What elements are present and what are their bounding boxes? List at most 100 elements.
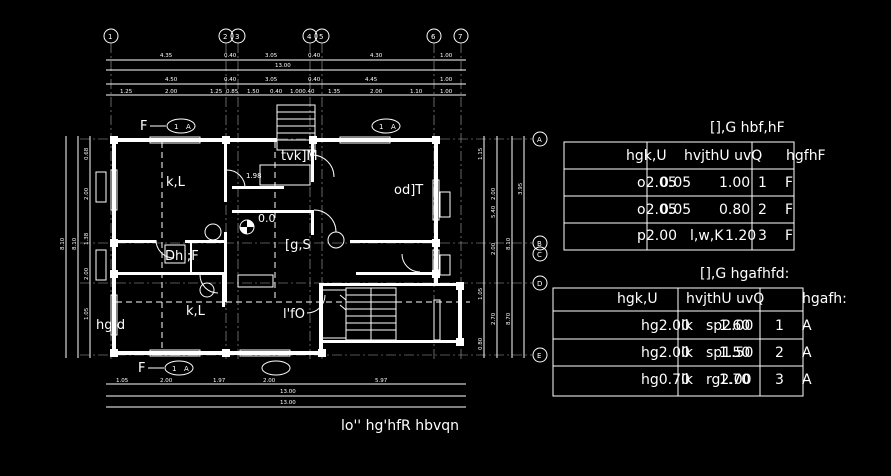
drawing-text: 1.25	[210, 89, 223, 95]
room-label-living: k,L	[166, 175, 186, 190]
dimension-lines-bottom: 1.05 2.00 1.97 2.00 5.97 13.00 13.00	[106, 378, 466, 408]
drawing-text: 1.50	[719, 345, 750, 361]
drawing-text: 6	[431, 33, 436, 41]
drawing-text: 2	[775, 345, 784, 361]
drawing-text: 5.97	[375, 378, 388, 384]
drawing-text: 1.60	[719, 318, 750, 334]
drawing-text: F	[785, 228, 793, 244]
windows[interactable]	[110, 136, 440, 357]
drawing-text: 1	[758, 175, 767, 191]
drawing-text: 0.40	[270, 89, 283, 95]
axis-bubble-B: B	[532, 235, 548, 251]
drawing-text: 4	[307, 33, 312, 41]
room-label-hall: [g,S	[285, 238, 311, 253]
drawing-text: 1.10	[410, 89, 423, 95]
drawing-text: 1.97	[213, 378, 226, 384]
drawing-text: 2.00	[84, 187, 90, 200]
window-schedule-title: [],G hbf,hF	[710, 120, 785, 136]
door-schedule-table[interactable]: [],G hgafhfd: hgk,U hvjthU uvQ hgafh: hg…	[552, 266, 847, 397]
drawing-text: D	[537, 280, 542, 288]
drawing-text: 7	[458, 33, 462, 41]
main-stair[interactable]	[323, 287, 441, 341]
drawing-text: 2	[758, 202, 767, 218]
drawing-text: 1	[174, 123, 178, 131]
drawing-text: 0.80	[719, 202, 750, 218]
drawing-text: F	[785, 175, 793, 191]
drawing-text: 0.40	[224, 77, 237, 83]
bath-dim: 1.98	[246, 172, 262, 180]
drawing-text: 1.38	[84, 232, 90, 245]
drawing-text: 1.05	[478, 287, 484, 300]
axis-bubble-3: 3	[230, 28, 246, 360]
drawing-text: 3	[775, 372, 784, 388]
section-marker-bottom: F 1 A	[138, 360, 291, 376]
drawing-text: 1.70	[719, 372, 750, 388]
drawing-text: 8.10	[60, 237, 66, 250]
axis-bubble-A: A	[532, 131, 548, 147]
drawing-text: 2.70	[491, 312, 497, 325]
drawing-text: rg2.00	[706, 372, 752, 388]
drawing-text: 0.05	[660, 175, 691, 191]
drawing-text: 1.15	[478, 147, 484, 160]
drawing-text: 1.25	[120, 89, 133, 95]
drawing-text: 1	[379, 123, 383, 131]
section-markers[interactable]: F 1 A 1 A F 1 A	[138, 118, 401, 376]
drawing-text: 1.50	[247, 89, 260, 95]
drawing-text: hgafh:	[802, 291, 847, 307]
drawing-text: 2.00	[370, 89, 383, 95]
drawing-text: 0.40	[308, 53, 321, 59]
fixtures	[95, 164, 451, 298]
drawing-text: 1.20	[725, 228, 756, 244]
doors[interactable]	[155, 154, 421, 314]
window-schedule-table[interactable]: [],G hbf,hF hgk,U hvjthU uvQ hgfhF o2.05…	[563, 120, 826, 251]
room-label-stair: l'fO	[283, 307, 305, 322]
drawing-text: 2.00	[165, 89, 178, 95]
drawing-text: 0.68	[84, 147, 90, 160]
drawing-text: 13.00	[280, 400, 296, 406]
drawing-text: 4.35	[160, 53, 173, 59]
drawing-text: 5	[319, 33, 323, 41]
drawing-text: A	[802, 345, 812, 361]
drawing-text: sp1.50	[706, 345, 753, 361]
drawing-text: 1.00	[440, 89, 453, 95]
axis-bubble-4: 4	[302, 28, 318, 360]
drawing-text: 8.10	[506, 237, 512, 250]
entrance-stair[interactable]	[276, 104, 316, 151]
drawing-text: 0.05	[660, 202, 691, 218]
drawing-text: B	[537, 240, 542, 248]
drawing-text: 3.05	[265, 77, 278, 83]
dimension-lines-right: 1.15 2.00 3.95 5.40 8.10 2.00 2.70 8.70 …	[478, 136, 525, 358]
drawing-text: hgk,U	[617, 291, 658, 307]
drawing-text: l,w,K	[690, 228, 724, 244]
drawing-text: 2.00	[160, 378, 173, 384]
room-label-left: hg;d	[96, 318, 125, 333]
drawing-text: 3.05	[265, 53, 278, 59]
drawing-text: A	[802, 318, 812, 334]
drawing-text: 8.10	[72, 237, 78, 250]
section-marker-top-right: 1 A	[371, 118, 401, 134]
axis-bubble-5: 5	[314, 28, 330, 360]
drawing-text: 5.40	[491, 205, 497, 218]
axis-bubble-C: C	[532, 246, 548, 262]
drawing-text: sp2.00	[706, 318, 753, 334]
drawing-text: hgfhF	[786, 148, 826, 164]
drawing-text: 2.00	[491, 242, 497, 255]
drawing-text: 1.35	[328, 89, 341, 95]
drawing-text: 2.00	[263, 378, 276, 384]
drawing-text: 4.45	[365, 77, 378, 83]
room-label-bed1: od]T	[394, 183, 423, 198]
dimension-lines-left: 0.68 2.00 1.38 2.00 1.05 8.10 8.10	[60, 136, 91, 358]
drawing-text: F	[785, 202, 793, 218]
drawing-text: C	[537, 251, 542, 259]
drawing-text: A	[391, 123, 396, 131]
level-label-a: 0.0	[258, 212, 276, 225]
drawing-text: hg2.00	[641, 318, 690, 334]
drawing-text: 1	[172, 365, 176, 373]
drawing-text: F	[140, 119, 147, 134]
drawing-text: hg0.70	[641, 372, 690, 388]
drawing-text: lk	[681, 345, 694, 361]
door-schedule-title: [],G hgafhfd:	[700, 266, 789, 282]
drawing-text: A	[537, 136, 542, 144]
